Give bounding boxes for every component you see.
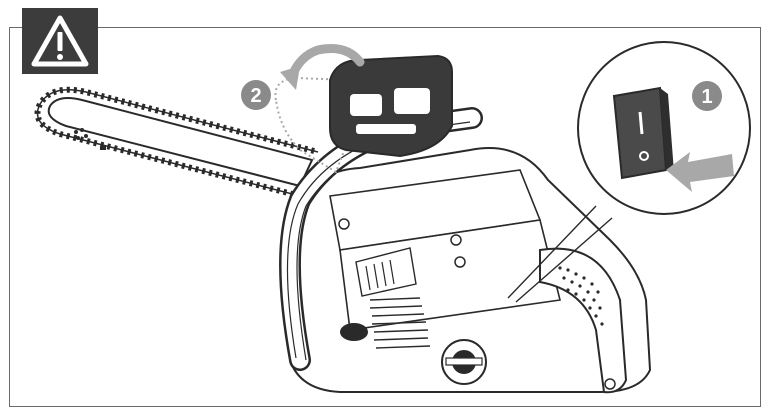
illustration-frame	[9, 27, 761, 407]
pull-back-arrow-icon	[280, 44, 365, 90]
guide-bar	[34, 86, 319, 199]
callout-pointer	[507, 205, 613, 303]
warning-triangle-icon	[31, 15, 89, 67]
step-2-badge: 2	[241, 80, 271, 110]
stop-switch	[612, 86, 674, 180]
switch-detail-callout: 1	[577, 41, 751, 215]
step-2-number: 2	[250, 85, 261, 107]
step-1-number: 1	[701, 86, 712, 108]
warning-box	[22, 8, 98, 74]
chain-brake-front-guard	[329, 54, 453, 158]
chain-brake-guard-released-outline	[274, 76, 356, 174]
step-1-badge: 1	[692, 81, 722, 111]
saw-body	[288, 147, 652, 394]
press-arrow-icon	[666, 152, 734, 192]
